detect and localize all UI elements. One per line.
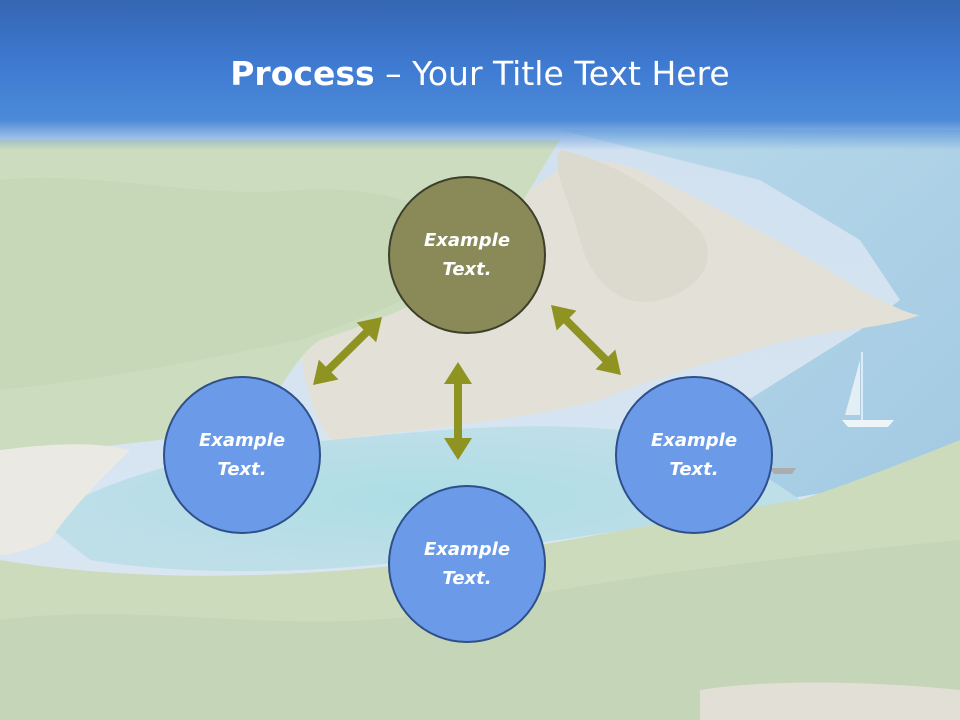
- process-node-right[interactable]: Example Text.: [615, 376, 773, 534]
- arrow-left-top: [313, 316, 383, 385]
- process-node-left[interactable]: Example Text.: [163, 376, 321, 534]
- title-bold-part: Process: [230, 54, 375, 93]
- node-top-text: Example Text.: [423, 230, 511, 280]
- process-node-bottom[interactable]: Example Text.: [388, 485, 546, 643]
- node-bottom-text: Example Text.: [423, 539, 511, 589]
- title-rest-part: – Your Title Text Here: [374, 54, 730, 93]
- arrow-top-right: [551, 305, 621, 375]
- process-node-top[interactable]: Example Text.: [388, 176, 546, 334]
- node-left-text: Example Text.: [198, 430, 286, 480]
- title-band: [0, 0, 960, 150]
- arrow-vertical-center: [444, 362, 472, 460]
- slide-title: Process – Your Title Text Here: [0, 52, 960, 96]
- node-right-text: Example Text.: [650, 430, 738, 480]
